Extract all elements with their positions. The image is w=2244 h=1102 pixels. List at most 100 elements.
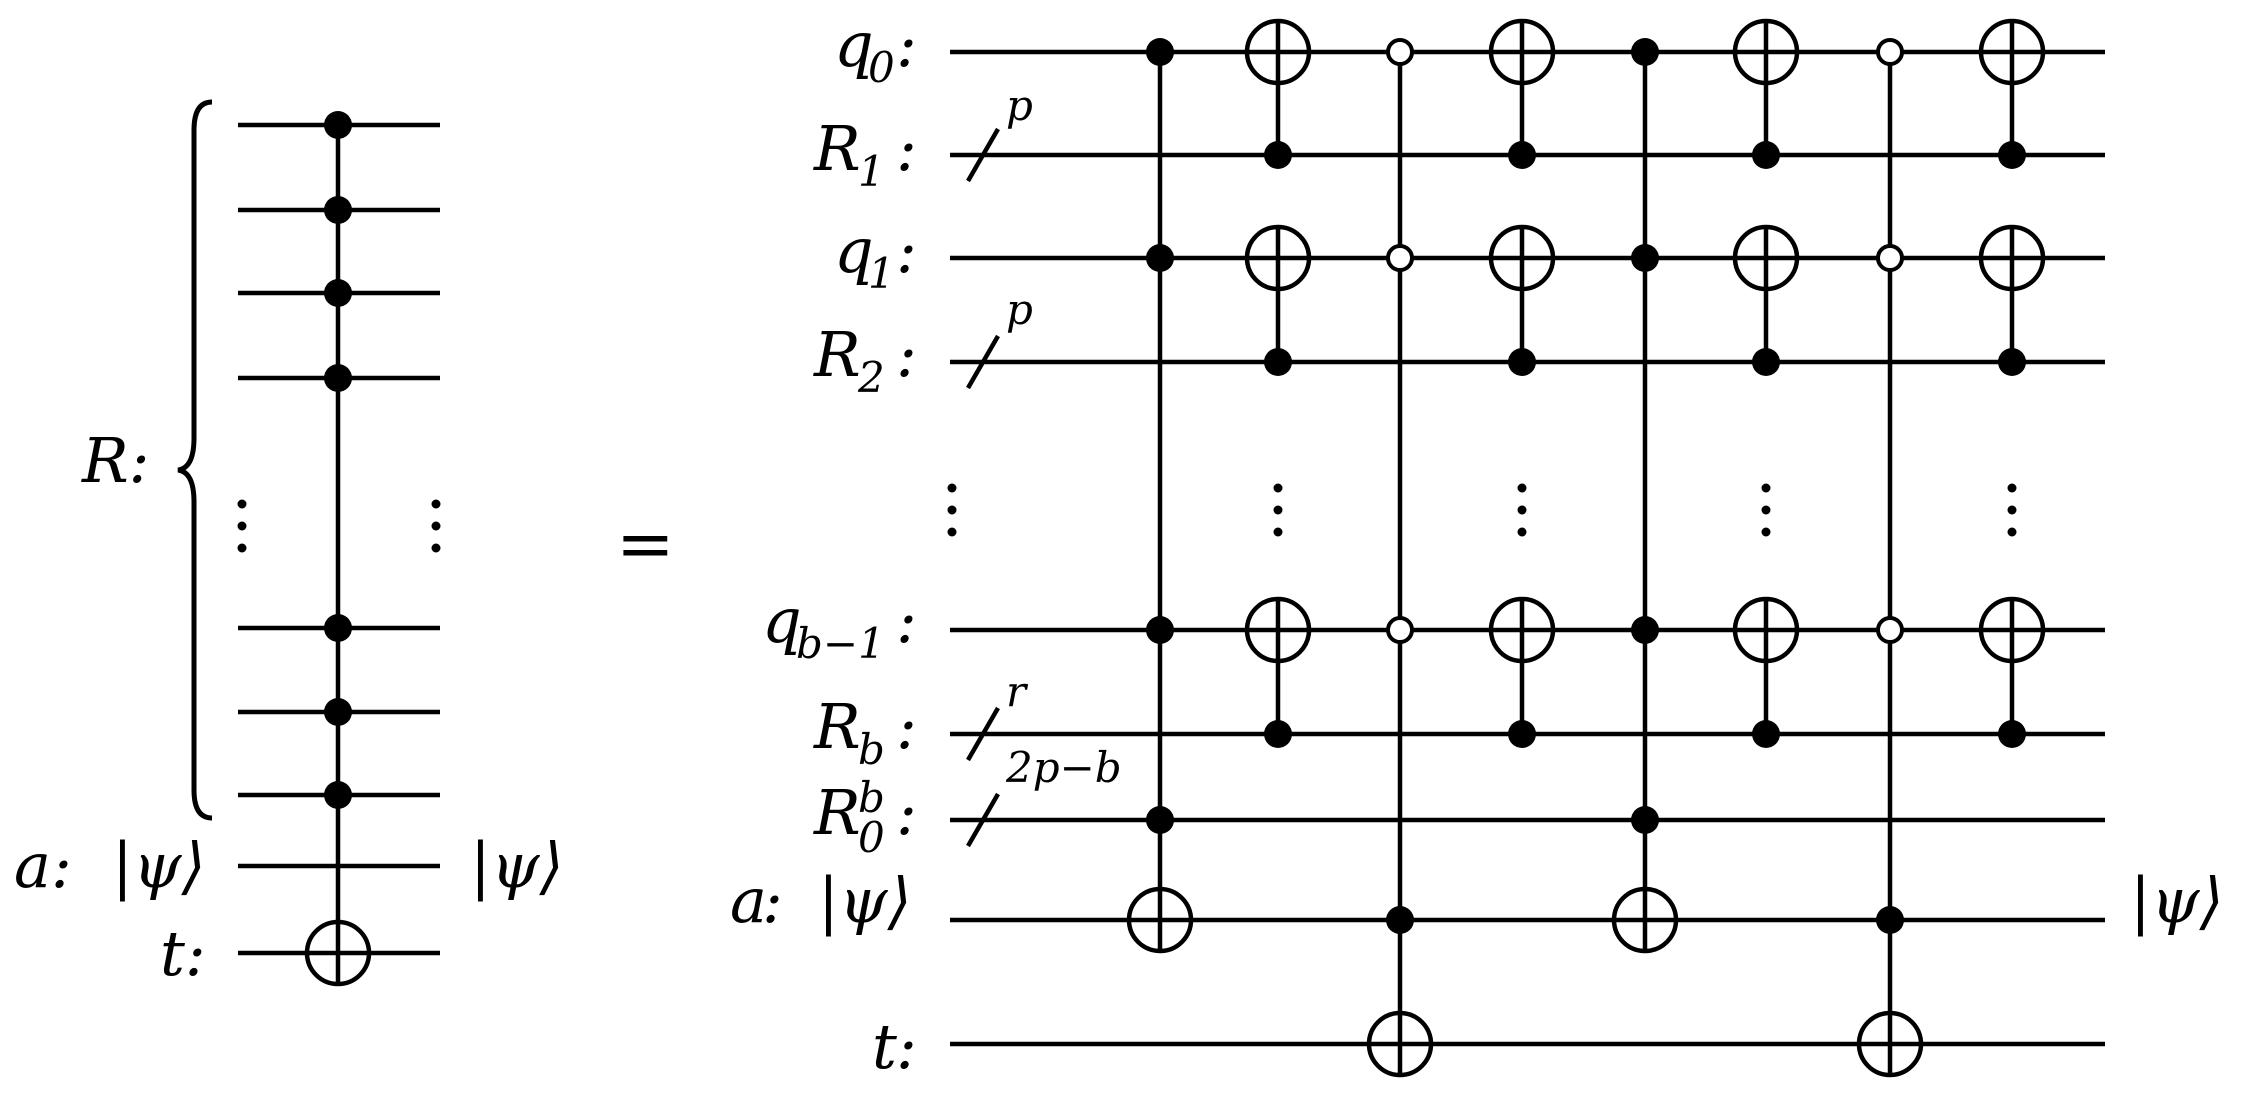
cnot-control <box>1264 720 1292 748</box>
vdot <box>1517 483 1527 493</box>
svg-text:R: R <box>813 690 861 763</box>
vdot <box>2007 505 2017 515</box>
svg-text:q: q <box>834 214 874 287</box>
vdot <box>237 521 247 531</box>
cnot-target <box>1488 224 1556 292</box>
svg-text::: : <box>896 776 917 849</box>
svg-text::: : <box>896 8 917 81</box>
wire-label-Rb: R b : <box>813 690 917 774</box>
left-vdots-in <box>237 499 247 553</box>
left-ancilla-input-ket: |ψ⟩ <box>112 829 206 902</box>
bundle-label-R0b: 2p−b <box>1005 743 1122 792</box>
control-dot <box>1146 38 1174 66</box>
cnot-control <box>1508 720 1536 748</box>
wire-label-R2: R 2 : <box>813 318 917 402</box>
svg-text::: : <box>896 318 917 391</box>
left-control-dot <box>324 196 352 224</box>
cnot-target <box>1488 596 1556 664</box>
cnot-target <box>1978 18 2046 86</box>
svg-text:q: q <box>834 8 874 81</box>
cnot-target <box>1488 18 1556 86</box>
vdot <box>431 521 441 531</box>
svg-text::: : <box>896 690 917 763</box>
left-control-dot <box>324 111 352 139</box>
vdot <box>237 543 247 553</box>
vdot <box>1761 505 1771 515</box>
control-dot <box>1631 806 1659 834</box>
left-control-dot <box>324 614 352 642</box>
left-ancilla-label: a: <box>14 829 72 902</box>
cnot-control <box>1264 141 1292 169</box>
svg-text::: : <box>762 864 783 937</box>
svg-text:2: 2 <box>857 353 885 402</box>
control-dot <box>1631 38 1659 66</box>
cnot-control <box>1998 720 2026 748</box>
column-vdots <box>1273 483 1283 537</box>
control-dot-a <box>1386 906 1414 934</box>
vdot <box>237 499 247 509</box>
wire-label-q1: q 1 : <box>834 214 917 298</box>
svg-text:t: t <box>872 1010 897 1083</box>
svg-text::: : <box>896 584 917 657</box>
right-ancilla-output-ket: |ψ⟩ <box>2130 864 2224 937</box>
wire-label-qb1: q b−1 : <box>762 584 917 668</box>
bundle-label-Rb: r <box>1006 667 1029 716</box>
open-control-dot <box>1876 38 1904 66</box>
cnot-target <box>1244 224 1312 292</box>
svg-text::: : <box>896 112 917 185</box>
vdot <box>1273 483 1283 493</box>
vdot <box>2007 483 2017 493</box>
svg-text:b−1: b−1 <box>796 619 885 668</box>
target-oplus-t <box>1856 1010 1924 1078</box>
bundle-label-R2: p <box>1006 285 1033 334</box>
control-dot <box>1146 616 1174 644</box>
open-control-dot <box>1876 616 1904 644</box>
cnot-target <box>1732 596 1800 664</box>
cnot-target <box>1244 596 1312 664</box>
column-vdots <box>1761 483 1771 537</box>
svg-text:0: 0 <box>868 43 895 92</box>
svg-text:0: 0 <box>858 813 885 862</box>
cnot-control <box>1752 720 1780 748</box>
left-target-oplus <box>304 919 372 987</box>
left-vdots-out <box>431 499 441 553</box>
cnot-target <box>1732 18 1800 86</box>
vdot <box>431 499 441 509</box>
open-control-dot <box>1386 244 1414 272</box>
left-control-dot <box>324 279 352 307</box>
cnot-control <box>1752 348 1780 376</box>
svg-text:q: q <box>762 584 802 657</box>
open-control-dot <box>1386 616 1414 644</box>
svg-text:b: b <box>858 773 885 822</box>
cnot-target <box>1244 18 1312 86</box>
bundle-slash-R2 <box>966 334 1000 390</box>
vdot <box>1273 527 1283 537</box>
wire-label-a: a : |ψ⟩ <box>730 864 912 937</box>
register-label: R: <box>81 424 150 497</box>
column-vdots <box>1517 483 1527 537</box>
control-dot <box>1631 244 1659 272</box>
cnot-target <box>1732 224 1800 292</box>
cnot-control <box>1508 141 1536 169</box>
svg-text:R: R <box>813 112 861 185</box>
vdot <box>1761 527 1771 537</box>
wire-vdots <box>947 483 957 537</box>
cnot-control <box>1752 141 1780 169</box>
wire-label-R1: R 1 : <box>813 112 917 196</box>
vdot <box>1761 483 1771 493</box>
equals-sign: = <box>616 503 675 585</box>
wire-label-t: t : <box>872 1010 917 1083</box>
svg-text::: : <box>896 214 917 287</box>
wire-label-R0b: R 0 b : <box>813 773 917 862</box>
wire-label-q0: q 0 : <box>834 8 917 92</box>
open-control-dot <box>1876 244 1904 272</box>
bundle-slash-Rb <box>966 706 1000 762</box>
left-ancilla-output-ket: |ψ⟩ <box>470 829 564 902</box>
register-brace <box>177 99 213 821</box>
svg-text:|ψ⟩: |ψ⟩ <box>818 864 912 937</box>
svg-text:1: 1 <box>858 147 885 196</box>
left-control-dot <box>324 698 352 726</box>
control-dot <box>1146 244 1174 272</box>
cnot-control <box>1998 141 2026 169</box>
